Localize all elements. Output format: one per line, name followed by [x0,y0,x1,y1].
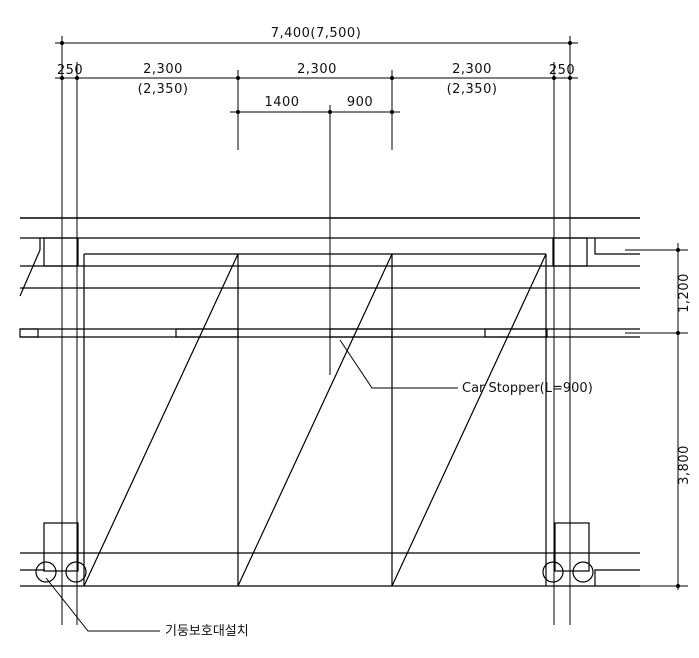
column-protection-leader [45,577,160,632]
annotation-group: Car Stopper(L=900) 기둥보호대설치 [45,339,593,639]
car-stopper-edge [19,328,39,338]
bay-right-alt-label: (2,350) [447,82,498,97]
right-dimension-group: 1,200 3,800 [625,243,692,590]
car-stopper-leader [339,339,458,389]
column-bottom-left [43,522,79,572]
depth-bottom-label: 3,800 [677,445,692,485]
plan-group [19,150,640,625]
bay-diagonal-3 [391,253,547,587]
car-stopper-2 [329,328,393,338]
bay-diagonal-2 [237,253,393,587]
dim-dot [676,331,680,335]
bay-mid-label: 2,300 [297,62,337,77]
bay-left-alt-label: (2,350) [138,82,189,97]
column-left-label: 250 [57,63,83,78]
column-top-right [552,237,588,267]
car-stopper-label: Car Stopper(L=900) [462,381,593,396]
dim-dot [676,584,680,588]
column-protector-icon [572,561,594,583]
car-stopper-3 [484,328,548,338]
edge-step-right-top [594,238,640,255]
sub-left-label: 1400 [264,95,299,110]
sub-right-label: 900 [347,95,373,110]
column-bottom-right [554,522,590,572]
column-right-label: 250 [549,63,575,78]
car-stopper-1 [175,328,239,338]
column-protector-icon [35,561,57,583]
column-protection-label: 기둥보호대설치 [165,624,249,639]
column-top-left [43,237,79,267]
column-protector-icon [65,561,87,583]
bay-left-label: 2,300 [143,62,183,77]
depth-top-label: 1,200 [677,273,692,313]
column-protector-icon [542,561,564,583]
edge-diagonal-left [19,249,41,297]
dim-dot [676,248,680,252]
bay-diagonal-1 [83,253,239,587]
total-width-label: 7,400(7,500) [271,26,362,41]
top-dimension-group: 7,400(7,500) 250 2,300 (2,350) 2,300 2,3… [55,26,578,150]
edge-step-right-bottom [594,569,640,586]
bay-right-label: 2,300 [452,62,492,77]
